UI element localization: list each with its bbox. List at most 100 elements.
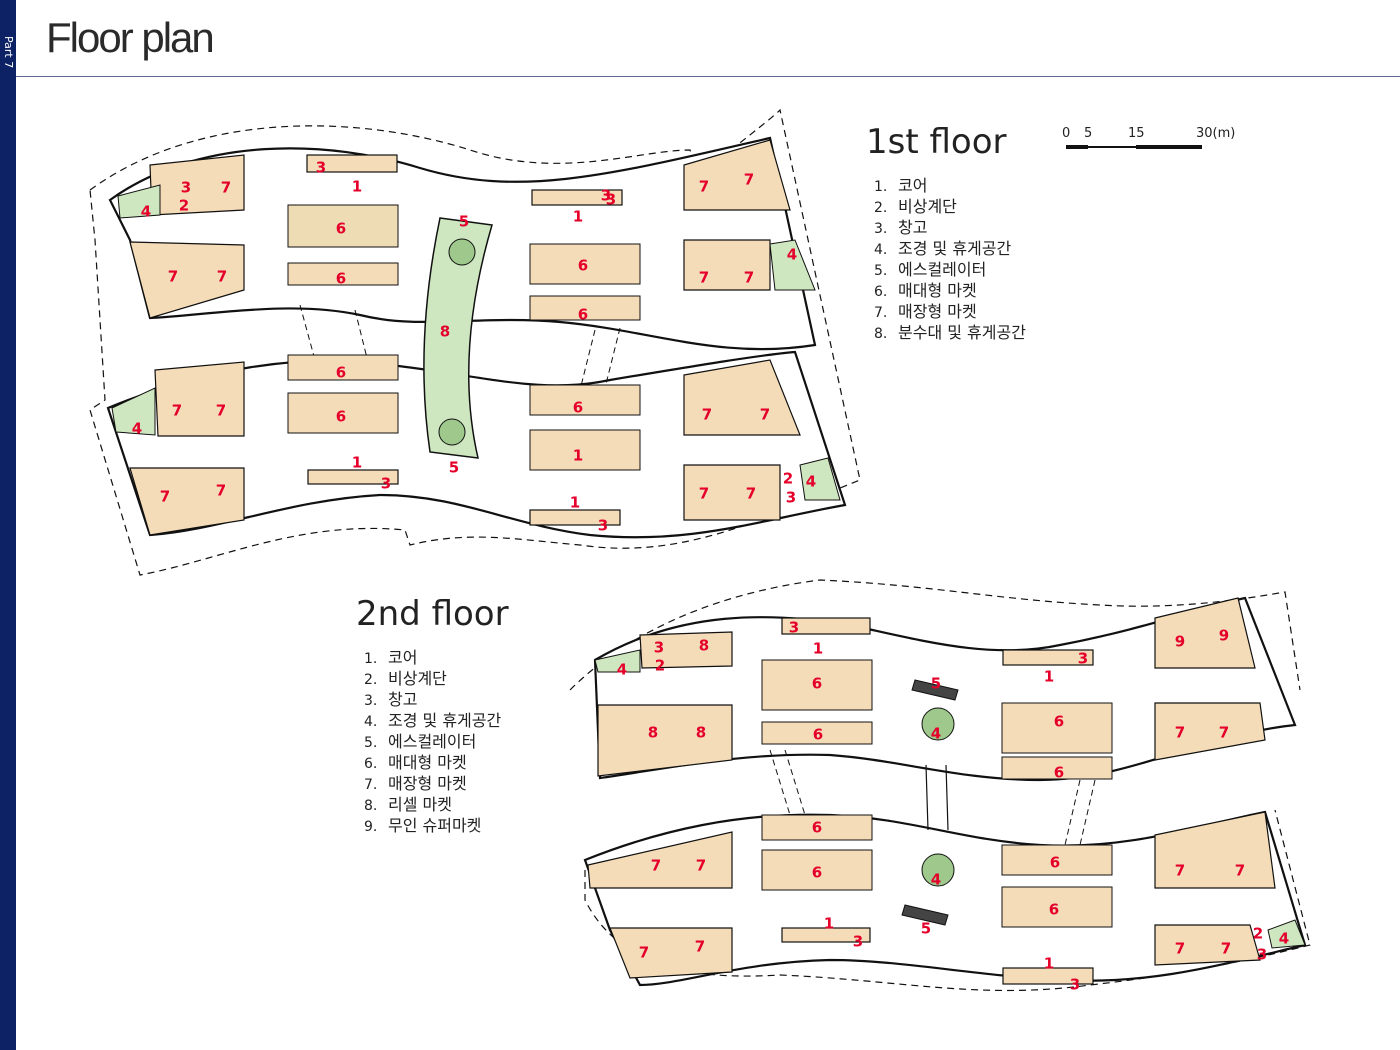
floor2-room-label: 6 <box>1054 764 1064 782</box>
atrium-connector-2 <box>925 764 949 831</box>
floor1-room-label: 7 <box>699 178 709 196</box>
floor2-room-label: 7 <box>1175 724 1185 742</box>
floor2-legend-item: 2.비상계단 <box>364 669 447 688</box>
page-title: Floor plan <box>46 14 215 61</box>
floor2-room-label: 3 <box>789 619 799 637</box>
landscape-2 <box>594 649 1306 949</box>
floor1-room-label: 7 <box>221 179 231 197</box>
floor2-room-label: 6 <box>1054 713 1064 731</box>
floor1-room-label: 2 <box>783 470 793 488</box>
scale-tick-30: 30(m) <box>1196 126 1236 141</box>
floor1-room-label: 1 <box>573 447 583 465</box>
floor2-room-label: 7 <box>1235 862 1245 880</box>
floor2-room-label: 5 <box>931 675 941 693</box>
floor2-room-label: 1 <box>813 640 823 658</box>
floor1-room-label: 6 <box>578 306 588 324</box>
floor2-room-label: 8 <box>699 637 709 655</box>
floor2-room-label: 1 <box>824 915 834 933</box>
floor2-room-label: 7 <box>1175 862 1185 880</box>
floor2-legend-item: 4.조경 및 휴게공간 <box>364 711 502 730</box>
floor1-room-label: 2 <box>179 197 189 215</box>
floor1-room-label: 7 <box>744 171 754 189</box>
shop-rooms-2 <box>587 597 1276 985</box>
floor1-legend-item: 3.창고 <box>874 218 928 237</box>
scale-tick-15: 15 <box>1128 126 1145 141</box>
floor1-room-label: 7 <box>746 485 756 503</box>
floor1-legend-item: 5.에스컬레이터 <box>874 260 987 279</box>
floor2-room-label: 7 <box>639 944 649 962</box>
floor1-room-label: 7 <box>699 269 709 287</box>
floor1-room-label: 1 <box>573 208 583 226</box>
floor2-room-label: 7 <box>695 938 705 956</box>
plan-2nd-floor <box>569 579 1311 992</box>
floor1-room-label: 6 <box>578 257 588 275</box>
floor2-legend-item: 7.매장형 마켓 <box>364 774 467 793</box>
floor1-legend-item: 2.비상계단 <box>874 197 957 216</box>
floor2-room-label: 4 <box>617 661 627 679</box>
floor2-room-label: 9 <box>1175 633 1185 651</box>
floor2-room-label: 1 <box>1044 955 1054 973</box>
floor1-room-label: 5 <box>459 213 469 231</box>
floor2-room-label: 9 <box>1219 627 1229 645</box>
floor1-room-label: 5 <box>449 459 459 477</box>
floor2-room-label: 1 <box>1044 668 1054 686</box>
floor2-room-label: 7 <box>696 857 706 875</box>
site-boundary-1 <box>89 108 861 576</box>
floor1-legend-item: 7.매장형 마켓 <box>874 302 977 321</box>
floor1-legend: 1.코어 2.비상계단 3.창고 4.조경 및 휴게공간 5.에스컬레이터 6.… <box>874 176 1026 344</box>
floor2-room-label: 4 <box>1279 930 1289 948</box>
floor2-title: 2nd floor <box>356 594 509 634</box>
market-stalls-2 <box>761 659 1113 928</box>
floor1-room-label: 7 <box>216 402 226 420</box>
floor1-room-label: 1 <box>570 494 580 512</box>
floor1-room-label: 1 <box>352 454 362 472</box>
floor1-room-label: 6 <box>336 364 346 382</box>
floor2-legend-item: 5.에스컬레이터 <box>364 732 477 751</box>
landscape-1 <box>111 184 841 501</box>
floor1-room-label: 7 <box>699 485 709 503</box>
floor2-room-label: 3 <box>1257 946 1267 964</box>
floor1-room-label: 3 <box>601 187 611 205</box>
floor2-room-label: 7 <box>1175 940 1185 958</box>
floor1-room-label: 7 <box>217 268 227 286</box>
floor1-room-label: 7 <box>216 482 226 500</box>
floor1-room-label: 3 <box>606 191 616 209</box>
floor1-room-label: 7 <box>172 402 182 420</box>
floor1-room-label: 3 <box>316 159 326 177</box>
floor1-room-label: 7 <box>760 406 770 424</box>
floor2-room-label: 4 <box>931 871 941 889</box>
floor2-room-label: 6 <box>1049 901 1059 919</box>
floor2-room-label: 3 <box>853 933 863 951</box>
floor2-room-label: 3 <box>1078 650 1088 668</box>
floor1-room-label: 7 <box>160 488 170 506</box>
scale-tick-0: 0 <box>1062 126 1071 141</box>
floor2-room-label: 6 <box>812 675 822 693</box>
floor1-title: 1st floor <box>866 122 1007 162</box>
floor2-room-label: 5 <box>921 920 931 938</box>
floor1-room-label: 6 <box>336 408 346 426</box>
market-stalls-1 <box>287 204 641 471</box>
shop-rooms-1 <box>129 139 801 536</box>
floor1-room-label: 3 <box>381 475 391 493</box>
scale-tick-5: 5 <box>1084 126 1093 141</box>
floor2-legend-item: 9.무인 슈퍼마켓 <box>364 816 482 835</box>
floor2-room-label: 8 <box>648 724 658 742</box>
floor1-legend-item: 6.매대형 마켓 <box>874 281 977 300</box>
floor2-room-label: 3 <box>1070 976 1080 994</box>
floor2-room-label: 7 <box>651 857 661 875</box>
floor1-room-label: 6 <box>573 399 583 417</box>
floor1-legend-item: 4.조경 및 휴게공간 <box>874 239 1012 258</box>
floor1-room-label: 6 <box>336 220 346 238</box>
floor1-legend-item: 8.분수대 및 휴게공간 <box>874 323 1026 342</box>
floor1-room-label: 4 <box>787 246 797 264</box>
floor2-legend-item: 1.코어 <box>364 648 418 667</box>
scale-bar-graphic <box>1066 145 1202 149</box>
floor1-legend-item: 1.코어 <box>874 176 928 195</box>
floor2-room-label: 6 <box>1050 854 1060 872</box>
scale-bar: 0 5 15 30(m) <box>1060 126 1240 156</box>
floor1-room-label: 3 <box>181 179 191 197</box>
floor1-room-label: 3 <box>786 489 796 507</box>
plan-1st-floor <box>89 108 861 576</box>
